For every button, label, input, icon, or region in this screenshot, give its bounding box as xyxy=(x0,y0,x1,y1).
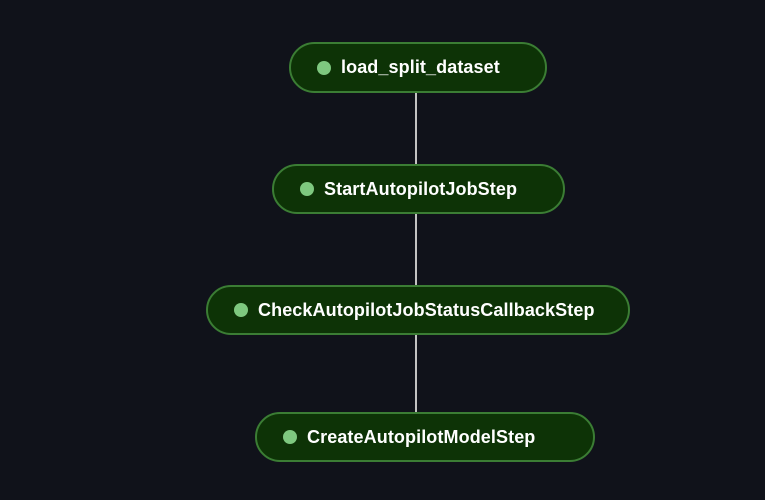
pipeline-step-node[interactable]: CreateAutopilotModelStep xyxy=(255,412,595,462)
status-dot-icon xyxy=(283,430,297,444)
status-dot-icon xyxy=(234,303,248,317)
pipeline-step-node[interactable]: load_split_dataset xyxy=(289,42,547,93)
status-dot-icon xyxy=(300,182,314,196)
pipeline-step-label: StartAutopilotJobStep xyxy=(324,178,518,199)
pipeline-step-node[interactable]: StartAutopilotJobStep xyxy=(272,164,565,214)
pipeline-step-node[interactable]: CheckAutopilotJobStatusCallbackStep xyxy=(206,285,630,335)
edge-connector xyxy=(415,93,417,164)
edge-connector xyxy=(415,335,417,412)
edge-connector xyxy=(415,214,417,285)
status-dot-icon xyxy=(317,60,331,75)
pipeline-step-label: CreateAutopilotModelStep xyxy=(307,426,536,447)
pipeline-step-label: load_split_dataset xyxy=(341,57,500,77)
pipeline-step-label: CheckAutopilotJobStatusCallbackStep xyxy=(258,299,595,320)
